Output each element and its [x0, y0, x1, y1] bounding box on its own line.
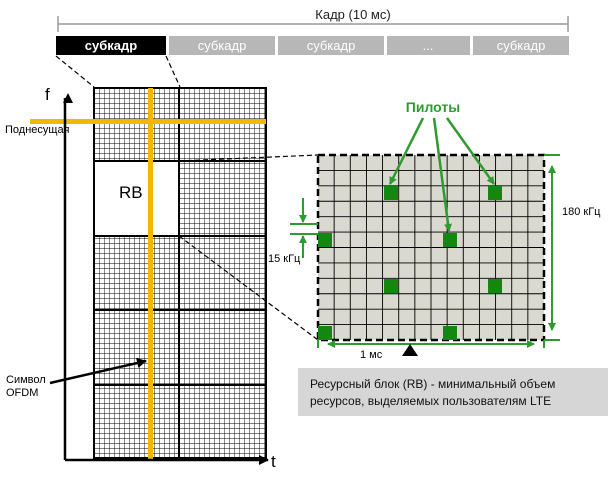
pilots-label: Пилоты: [406, 99, 460, 115]
note-box: [298, 368, 608, 416]
pilot-cell: [488, 186, 502, 200]
pilot-cell: [318, 233, 332, 247]
subframe-1-label: субкадр: [85, 38, 137, 53]
time-frequency-grid: [93, 87, 267, 459]
subframe-last-label: субкадр: [497, 38, 546, 53]
note-line1: Ресурсный блок (RB) - минимальный объем: [310, 377, 555, 391]
ofdm-symbol-arrow: [49, 358, 147, 385]
spacing-label: 15 кГц: [268, 253, 301, 265]
subframe-3[interactable]: [278, 36, 384, 55]
rb-zoom-line-top: [178, 154, 319, 162]
subframe-3-label: субкадр: [307, 38, 356, 53]
ofdm-symbol-label-line2: OFDM: [6, 387, 38, 399]
subframe-bar: субкадр субкадр субкадр ... субкадр: [56, 36, 569, 55]
pilot-arrows: [388, 117, 496, 232]
subframe-1[interactable]: [56, 36, 166, 55]
pilot-cell: [443, 233, 457, 247]
bandwidth-dimension: [544, 154, 560, 341]
subframe-ellipsis[interactable]: [387, 36, 470, 55]
note-pointer-arrow: [402, 344, 418, 356]
rb-zoom-line-bottom: [178, 235, 319, 341]
subframe-ellipsis-label: ...: [423, 38, 434, 53]
rb-label: RB: [119, 183, 143, 202]
duration-label: 1 мс: [360, 349, 383, 361]
frame-label: Кадр (10 мс): [315, 7, 390, 22]
subcarrier-row: [30, 119, 266, 124]
freq-axis-label: f: [45, 85, 50, 104]
subframe-2-label: субкадр: [198, 38, 247, 53]
pilot-cell: [384, 186, 398, 200]
pilot-cell: [443, 326, 457, 340]
subcarrier-spacing-dimension: [290, 198, 318, 258]
subframe-last[interactable]: [473, 36, 569, 55]
subcarrier-label: Поднесущая: [5, 124, 70, 136]
pilot-cell: [488, 279, 502, 293]
duration-dimension: [317, 340, 545, 348]
subframe-2[interactable]: [169, 36, 275, 55]
bandwidth-label: 180 кГц: [562, 206, 601, 218]
pilot-cell: [318, 326, 332, 340]
pilot-cell: [384, 279, 398, 293]
zoom-line-right: [165, 55, 181, 88]
time-axis-label: t: [271, 452, 276, 471]
ofdm-symbol-column: [148, 88, 153, 460]
note-line2: ресурсов, выделяемых пользователям LTE: [310, 394, 551, 408]
zoom-line-left: [55, 55, 95, 88]
ofdm-symbol-label-line1: Символ: [6, 374, 46, 386]
resource-block-highlight: [94, 161, 179, 236]
frame-bracket: [57, 16, 569, 32]
resource-block-detail: [316, 153, 546, 342]
